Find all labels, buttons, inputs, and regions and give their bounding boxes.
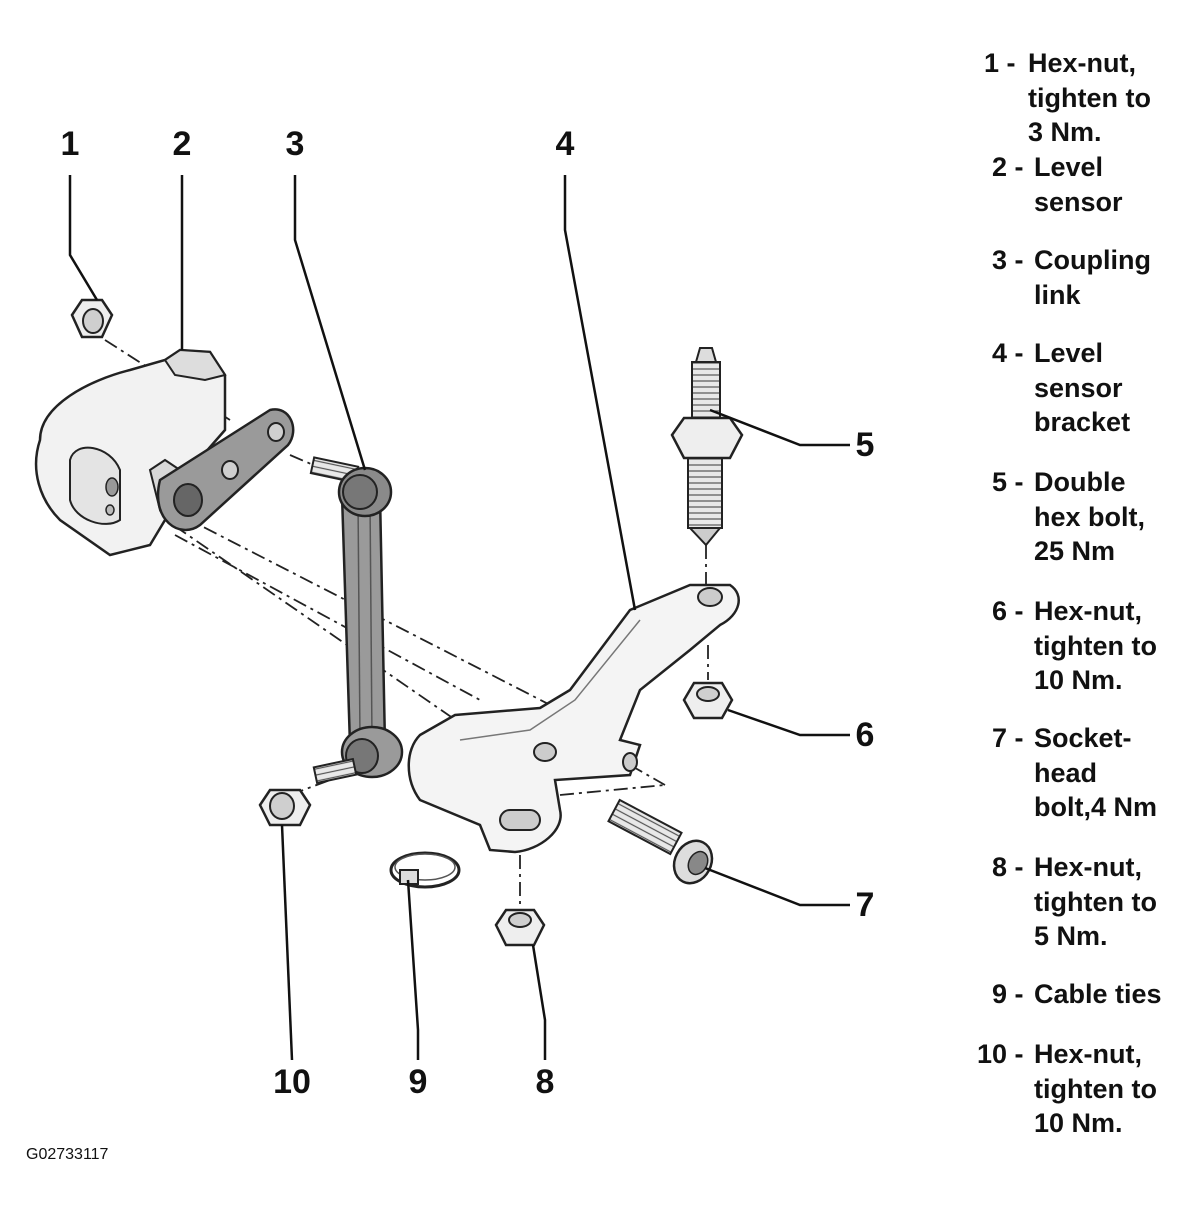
legend-text: Hex-nut, tighten to 10 Nm. [1034, 1039, 1157, 1138]
callout-2: 2 [173, 125, 192, 163]
legend-num: 6 - [992, 596, 1024, 626]
legend-text: Cable ties [1034, 979, 1162, 1009]
legend-text: Hex-nut, tighten to 5 Nm. [1034, 852, 1157, 951]
legend-num: 9 - [992, 979, 1024, 1009]
legend-num: 7 - [992, 723, 1024, 753]
callout-6: 6 [856, 716, 875, 754]
legend-text: Level sensor bracket [1034, 338, 1131, 437]
callout-3: 3 [286, 125, 305, 163]
exploded-parts-diagram: 1 2 3 4 5 6 7 8 9 10 [34, 125, 875, 1101]
callout-labels: 1 2 3 4 5 6 7 8 9 10 [61, 125, 875, 1101]
legend-num: 10 - [977, 1039, 1024, 1069]
callout-8: 8 [536, 1063, 555, 1101]
legend-num: 2 - [992, 152, 1024, 182]
legend-num: 8 - [992, 852, 1024, 882]
figure-id: G02733117 [26, 1146, 109, 1163]
level-sensor-bracket [407, 583, 740, 854]
legend-num: 3 - [992, 245, 1024, 275]
hex-nut-10 [258, 788, 312, 827]
cable-tie [389, 851, 461, 889]
legend-text: Hex-nut, tighten to 10 Nm. [1034, 596, 1157, 695]
double-hex-bolt [670, 347, 744, 547]
sensor-arm [156, 408, 295, 532]
callout-9: 9 [409, 1063, 428, 1101]
hex-nut-8 [494, 908, 546, 947]
legend-num: 4 - [992, 338, 1024, 368]
hex-nut-1 [70, 298, 114, 339]
legend-text: Socket- head bolt,4 Nm [1034, 723, 1158, 822]
legend-num: 1 - [984, 48, 1016, 78]
callout-1: 1 [61, 125, 80, 163]
legend-text: Coupling link [1034, 245, 1151, 310]
legend-text: Double hex bolt, 25 Nm [1034, 467, 1146, 566]
coupling-link [309, 456, 404, 785]
callout-4: 4 [556, 125, 575, 163]
callout-5: 5 [856, 426, 875, 464]
leader-lines [68, 175, 850, 1061]
legend-text: Hex-nut, tighten to 3 Nm. [1028, 48, 1151, 147]
callout-7: 7 [856, 886, 875, 924]
legend-num: 5 - [992, 467, 1024, 497]
callout-10: 10 [273, 1063, 311, 1101]
socket-head-bolt [607, 798, 714, 885]
legend-text: Level sensor [1034, 152, 1123, 217]
hex-nut-6 [682, 681, 734, 720]
